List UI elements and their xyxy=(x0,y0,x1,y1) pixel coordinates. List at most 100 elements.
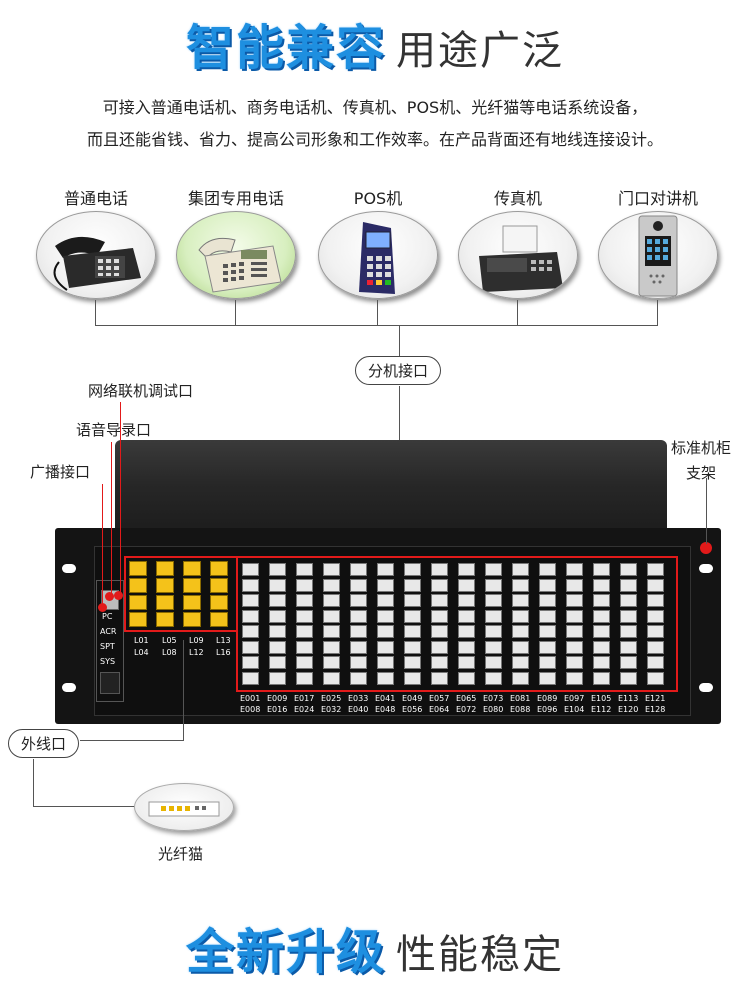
extension-port[interactable] xyxy=(539,609,556,623)
extension-port[interactable] xyxy=(593,609,610,623)
extension-port[interactable] xyxy=(512,671,529,685)
extension-port[interactable] xyxy=(269,625,286,638)
extension-port[interactable] xyxy=(431,594,448,607)
line-port[interactable] xyxy=(183,595,201,610)
extension-port[interactable] xyxy=(458,640,475,654)
extension-port[interactable] xyxy=(647,609,664,623)
extension-port[interactable] xyxy=(485,594,502,607)
extension-port[interactable] xyxy=(431,671,448,685)
extension-port[interactable] xyxy=(539,594,556,607)
line-port[interactable] xyxy=(210,561,228,576)
extension-port[interactable] xyxy=(323,563,340,576)
extension-port[interactable] xyxy=(566,625,583,638)
extension-port[interactable] xyxy=(647,640,664,654)
extension-port[interactable] xyxy=(647,671,664,685)
extension-port[interactable] xyxy=(242,594,259,607)
line-port[interactable] xyxy=(156,561,174,576)
extension-port[interactable] xyxy=(323,578,340,592)
extension-port[interactable] xyxy=(458,578,475,592)
line-port[interactable] xyxy=(183,578,201,593)
extension-port[interactable] xyxy=(431,640,448,654)
extension-port[interactable] xyxy=(647,625,664,638)
extension-port[interactable] xyxy=(431,578,448,592)
extension-port[interactable] xyxy=(296,609,313,623)
extension-port[interactable] xyxy=(539,656,556,669)
line-port[interactable] xyxy=(129,578,147,593)
extension-port[interactable] xyxy=(323,656,340,669)
extension-port[interactable] xyxy=(404,640,421,654)
extension-port[interactable] xyxy=(593,625,610,638)
extension-port[interactable] xyxy=(539,640,556,654)
extension-port[interactable] xyxy=(296,656,313,669)
extension-port[interactable] xyxy=(323,625,340,638)
extension-port[interactable] xyxy=(377,609,394,623)
extension-port[interactable] xyxy=(593,640,610,654)
extension-port[interactable] xyxy=(647,656,664,669)
extension-port[interactable] xyxy=(350,656,367,669)
extension-port[interactable] xyxy=(566,671,583,685)
extension-port[interactable] xyxy=(269,640,286,654)
line-port[interactable] xyxy=(183,561,201,576)
extension-port[interactable] xyxy=(539,625,556,638)
extension-port[interactable] xyxy=(566,578,583,592)
extension-port[interactable] xyxy=(620,656,637,669)
extension-port[interactable] xyxy=(566,609,583,623)
extension-port[interactable] xyxy=(431,563,448,576)
extension-port[interactable] xyxy=(566,640,583,654)
extension-port[interactable] xyxy=(404,625,421,638)
extension-port[interactable] xyxy=(350,563,367,576)
extension-port[interactable] xyxy=(485,656,502,669)
extension-port[interactable] xyxy=(647,578,664,592)
extension-port[interactable] xyxy=(269,609,286,623)
line-port[interactable] xyxy=(210,578,228,593)
extension-port[interactable] xyxy=(350,640,367,654)
extension-port[interactable] xyxy=(404,656,421,669)
extension-port[interactable] xyxy=(539,578,556,592)
line-port[interactable] xyxy=(129,595,147,610)
extension-port[interactable] xyxy=(512,656,529,669)
line-port[interactable] xyxy=(156,612,174,627)
extension-port[interactable] xyxy=(296,594,313,607)
extension-port[interactable] xyxy=(269,578,286,592)
extension-port[interactable] xyxy=(323,671,340,685)
extension-port[interactable] xyxy=(620,671,637,685)
extension-port[interactable] xyxy=(539,563,556,576)
line-port[interactable] xyxy=(210,595,228,610)
line-port[interactable] xyxy=(129,561,147,576)
extension-port[interactable] xyxy=(620,609,637,623)
extension-port[interactable] xyxy=(377,563,394,576)
extension-port[interactable] xyxy=(485,640,502,654)
extension-port[interactable] xyxy=(323,609,340,623)
extension-port[interactable] xyxy=(620,563,637,576)
extension-port[interactable] xyxy=(566,656,583,669)
extension-port[interactable] xyxy=(296,640,313,654)
extension-port[interactable] xyxy=(431,625,448,638)
extension-port[interactable] xyxy=(296,578,313,592)
extension-port[interactable] xyxy=(404,563,421,576)
extension-port[interactable] xyxy=(242,563,259,576)
extension-port[interactable] xyxy=(431,656,448,669)
extension-port[interactable] xyxy=(242,578,259,592)
extension-port[interactable] xyxy=(242,609,259,623)
extension-port[interactable] xyxy=(458,625,475,638)
extension-port[interactable] xyxy=(377,594,394,607)
extension-port[interactable] xyxy=(593,671,610,685)
extension-port[interactable] xyxy=(404,671,421,685)
extension-port[interactable] xyxy=(512,609,529,623)
extension-port[interactable] xyxy=(242,656,259,669)
extension-port[interactable] xyxy=(512,640,529,654)
extension-port[interactable] xyxy=(458,609,475,623)
extension-port[interactable] xyxy=(404,594,421,607)
extension-port[interactable] xyxy=(350,578,367,592)
extension-port[interactable] xyxy=(593,578,610,592)
line-port[interactable] xyxy=(210,612,228,627)
extension-port[interactable] xyxy=(593,563,610,576)
extension-port[interactable] xyxy=(593,594,610,607)
extension-port[interactable] xyxy=(404,578,421,592)
extension-port[interactable] xyxy=(269,656,286,669)
extension-port[interactable] xyxy=(296,671,313,685)
extension-port[interactable] xyxy=(350,671,367,685)
extension-port[interactable] xyxy=(377,578,394,592)
extension-port[interactable] xyxy=(512,594,529,607)
extension-port[interactable] xyxy=(377,656,394,669)
